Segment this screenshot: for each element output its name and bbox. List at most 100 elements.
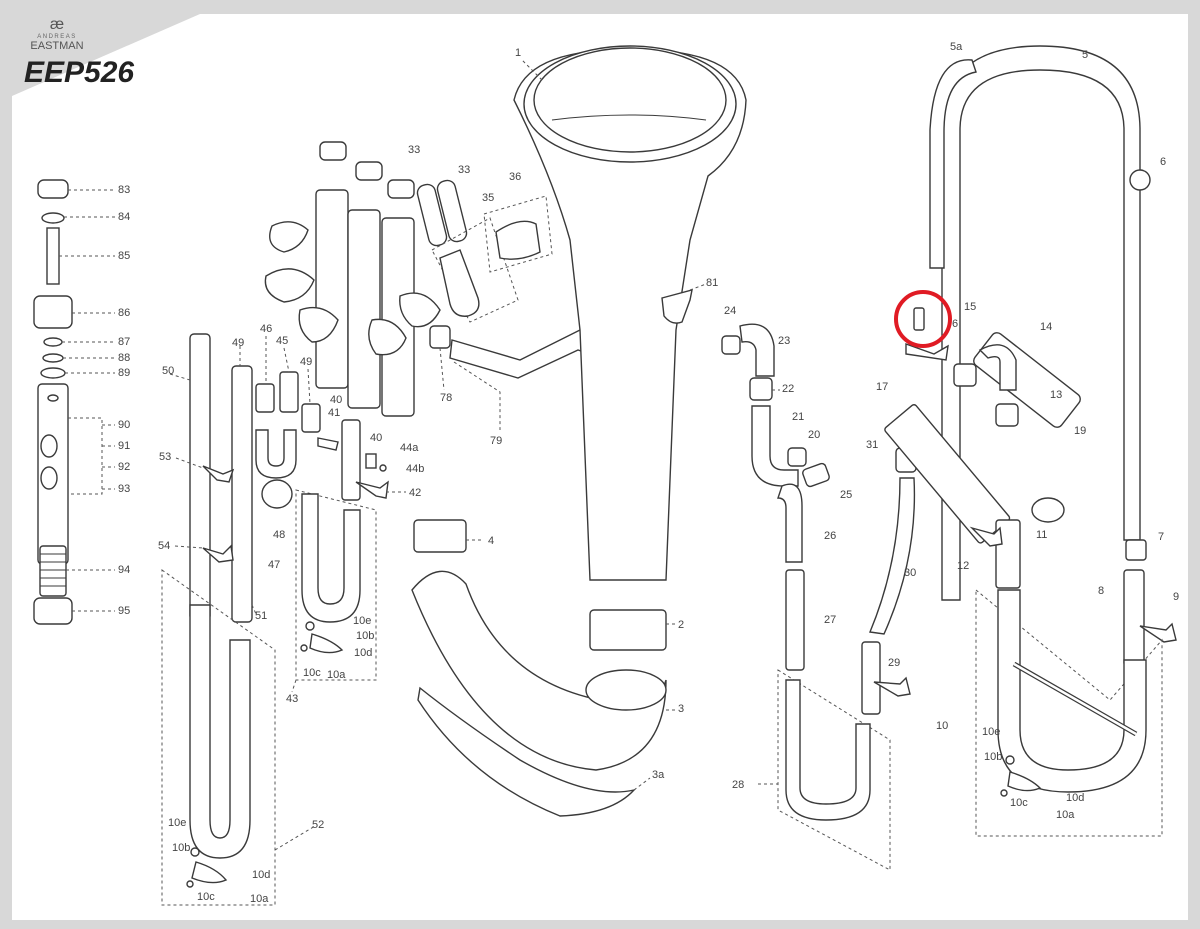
part-10a-mid (309, 633, 344, 654)
part-10c-mid (300, 644, 308, 652)
label-40b: 40 (370, 432, 382, 444)
label-81: 81 (706, 277, 718, 289)
label-l10b: 10b (172, 842, 190, 854)
part-10e-right (1005, 755, 1015, 765)
bell-section: 1 81 4 2 3 3a (411, 45, 747, 817)
label-28: 28 (732, 779, 744, 791)
label-9: 9 (1173, 591, 1179, 603)
piston-port-top (47, 394, 59, 402)
label-m10e: 10e (353, 615, 371, 627)
label-16: 6 (952, 318, 958, 330)
part-46 (255, 383, 275, 413)
label-3a: 3a (652, 769, 665, 781)
label-25: 25 (840, 489, 852, 501)
part-86-top-cap (33, 295, 73, 329)
label-88: 88 (118, 352, 130, 364)
left-slide-group: 50 49 53 54 51 52 10e 10b 10d 10c 10a (158, 333, 324, 906)
part-87-felt (43, 337, 63, 347)
brand-header: æ ANDREAS EASTMAN EEP526 (24, 16, 134, 89)
part-28-slide (785, 679, 871, 821)
valve-button-1 (319, 141, 347, 161)
label-95: 95 (118, 605, 130, 617)
part-33b (436, 179, 468, 243)
label-1: 1 (515, 47, 521, 59)
knuckle-tube-5 (368, 318, 407, 356)
part-2-ring (589, 609, 667, 651)
label-12: 12 (957, 560, 969, 572)
part-10a-right (1007, 771, 1042, 792)
valve-casing-1 (315, 189, 349, 389)
slide-52-outline (161, 569, 276, 906)
label-51: 51 (255, 610, 267, 622)
part-10e-left (190, 847, 200, 857)
label-5a: 5a (950, 41, 963, 53)
brand-line2: EASTMAN (30, 40, 83, 52)
part-51-tube (231, 365, 253, 623)
slide-10-outline (975, 588, 1163, 837)
label-42: 42 (409, 487, 421, 499)
label-44a: 44a (400, 442, 419, 454)
part-94-spring (39, 545, 67, 597)
label-11: 11 (1036, 529, 1047, 541)
part-35-tube (439, 249, 480, 317)
middle-left-group: 46 45 49 40 41 40 44a 44b 42 48 47 10e 1… (255, 323, 424, 705)
label-50: 50 (162, 365, 174, 377)
label-r10b: 10b (984, 751, 1002, 763)
bell-inner-curve (551, 114, 707, 121)
part-29-lever (873, 676, 911, 697)
label-l10a: 10a (250, 893, 269, 905)
part-78 (429, 325, 451, 349)
brand-logo-icon: æ (50, 16, 64, 33)
part-22 (749, 377, 773, 401)
part-40-tube (341, 419, 361, 501)
label-91: 91 (118, 440, 130, 452)
label-15: 15 (964, 301, 976, 313)
label-33a: 33 (408, 144, 420, 156)
part-4-ring (413, 519, 467, 553)
part-27-tube (785, 569, 805, 671)
label-52: 52 (312, 819, 324, 831)
label-30: 30 (904, 567, 916, 579)
part-29-tube (861, 641, 881, 715)
label-6: 6 (1160, 156, 1166, 168)
label-54: 54 (158, 540, 170, 552)
label-44b: 44b (406, 463, 424, 475)
part-7 (1125, 539, 1147, 561)
part-20 (787, 447, 807, 467)
label-86: 86 (118, 307, 130, 319)
label-94: 94 (118, 564, 130, 576)
middle-right-group: 24 23 22 21 20 25 26 27 31 30 29 28 (721, 305, 917, 871)
label-41: 41 (328, 407, 340, 419)
part-33a (416, 183, 448, 247)
label-26: 26 (824, 530, 836, 542)
right-section: 5a 5 6 7 8 9 19 14 15 13 17 6 11 12 (876, 41, 1179, 837)
part-11-tube (995, 519, 1021, 589)
part-10e-mid (305, 621, 315, 631)
label-79: 79 (490, 435, 502, 447)
part-85-stem (46, 227, 60, 285)
label-5: 5 (1082, 49, 1088, 61)
knuckle-tube-3 (298, 306, 339, 343)
label-23: 23 (778, 335, 790, 347)
part-12-lever (969, 526, 1003, 547)
slide-43-outline (295, 489, 377, 681)
label-r10a: 10a (1056, 809, 1075, 821)
part-23-elbow (739, 323, 775, 377)
part-17-lever (905, 343, 949, 361)
label-92: 92 (118, 461, 130, 473)
part-41-lever (317, 437, 339, 451)
label-33b: 33 (458, 164, 470, 176)
label-m10d: 10d (354, 647, 372, 659)
part-81-brace (661, 289, 693, 324)
knuckle-tube-4 (399, 292, 441, 328)
part-45 (279, 371, 299, 413)
part-5a-guard (929, 59, 977, 269)
label-84: 84 (118, 211, 130, 223)
valve-casing-2 (347, 209, 381, 409)
label-r10e: 10e (982, 726, 1000, 738)
label-8: 8 (1098, 585, 1104, 597)
part-15 (953, 363, 977, 387)
valve-cluster: 33 33 35 36 78 79 80 (264, 141, 665, 447)
label-53: 53 (159, 451, 171, 463)
